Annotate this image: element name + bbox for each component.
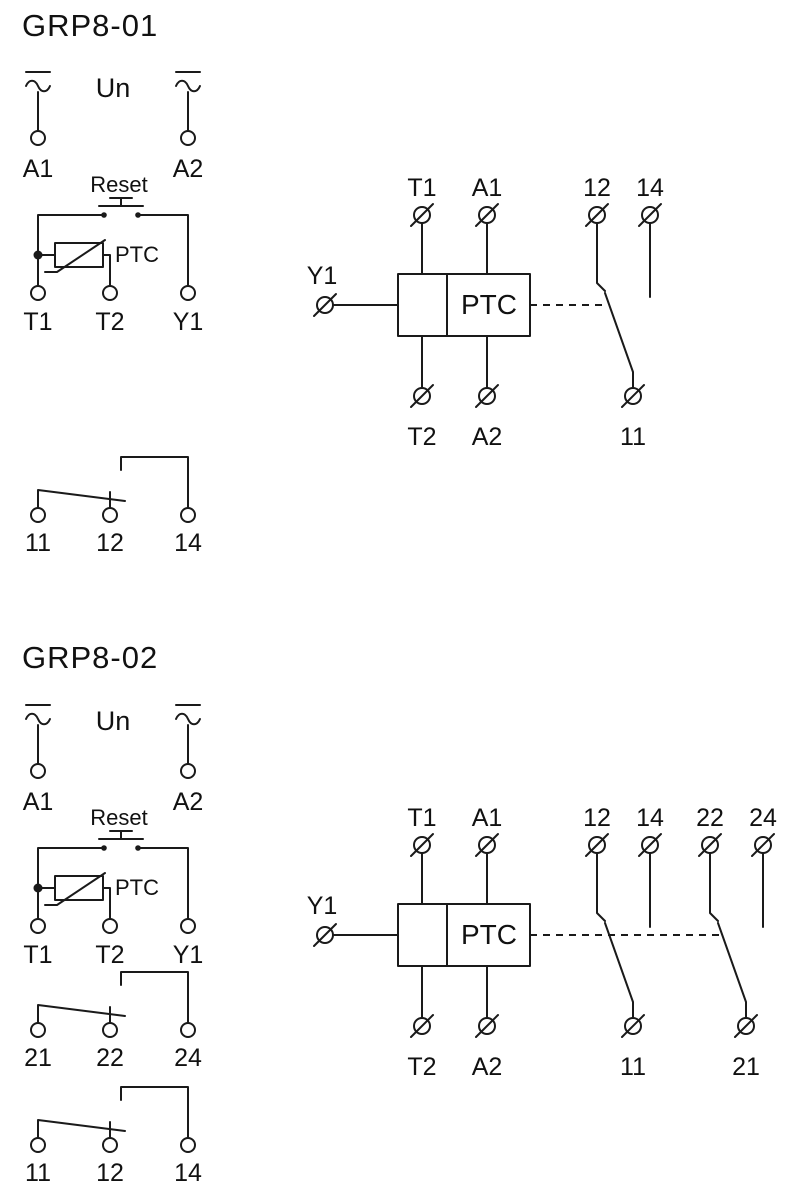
relay-body xyxy=(397,903,531,967)
label-bottom-t2: T2 xyxy=(407,1053,436,1081)
label-bottom-a2: A2 xyxy=(472,1053,503,1081)
label-contact-11: 11 xyxy=(25,1159,51,1187)
label-bottom-11: 11 xyxy=(620,423,646,451)
label-t2: T2 xyxy=(95,308,124,336)
relay-contact-linkage-2 xyxy=(709,852,764,1019)
label-y1: Y1 xyxy=(173,941,204,969)
grp8-01-title: GRP8-01 xyxy=(22,8,158,43)
grp8-02-schematic: Un A1 A2 Rese xyxy=(23,704,204,1187)
label-left-y1: Y1 xyxy=(307,892,338,920)
label-contact-21: 21 xyxy=(24,1044,52,1072)
label-a2: A2 xyxy=(173,155,204,183)
label-ptc: PTC xyxy=(115,242,159,267)
terminal-t2 xyxy=(102,285,118,301)
reset-button-icon xyxy=(98,830,144,851)
ptc-thermistor-icon xyxy=(44,239,106,273)
acdc-supply-icon xyxy=(175,71,201,93)
label-bottom-t2: T2 xyxy=(407,423,436,451)
label-top-14: 14 xyxy=(636,174,664,202)
label-reset: Reset xyxy=(90,172,147,197)
label-top-t1: T1 xyxy=(407,174,436,202)
junction-dot xyxy=(33,883,43,893)
label-ptc: PTC xyxy=(115,875,159,900)
terminal-t1 xyxy=(30,918,46,934)
label-contact-22: 22 xyxy=(96,1044,124,1072)
ptc-thermistor-icon xyxy=(44,872,106,906)
terminal-24 xyxy=(180,1022,196,1038)
label-contact-12: 12 xyxy=(96,1159,124,1187)
grp8-01-block-view: T1 A1 12 14 Y1 PTC T2 A2 11 xyxy=(307,174,664,451)
terminal-t1 xyxy=(30,285,46,301)
grp8-01-schematic: Un A1 A2 Reset PTC T1 xyxy=(23,71,204,557)
supply-voltage-label: Un xyxy=(96,706,131,736)
label-top-22: 22 xyxy=(696,804,724,832)
label-top-12: 12 xyxy=(583,804,611,832)
label-top-a1: A1 xyxy=(472,804,503,832)
label-bottom-21: 21 xyxy=(732,1053,760,1081)
junction-dot xyxy=(33,250,43,260)
terminal-22 xyxy=(102,1022,118,1038)
label-top-t1: T1 xyxy=(407,804,436,832)
label-left-y1: Y1 xyxy=(307,262,338,290)
relay-body xyxy=(397,273,531,337)
label-reset: Reset xyxy=(90,805,147,830)
terminal-14 xyxy=(180,1137,196,1153)
terminal-y1 xyxy=(180,918,196,934)
terminal-21 xyxy=(30,1022,46,1038)
label-contact-14: 14 xyxy=(174,1159,202,1187)
label-box-ptc: PTC xyxy=(461,919,517,950)
terminal-12 xyxy=(102,507,118,523)
terminal-11 xyxy=(30,507,46,523)
acdc-supply-icon xyxy=(175,704,201,726)
label-a2: A2 xyxy=(173,788,204,816)
label-bottom-a2: A2 xyxy=(472,423,503,451)
label-t2: T2 xyxy=(95,941,124,969)
label-contact-24: 24 xyxy=(174,1044,202,1072)
label-y1: Y1 xyxy=(173,308,204,336)
block-wires xyxy=(332,852,488,1019)
label-top-12: 12 xyxy=(583,174,611,202)
label-contact-12: 12 xyxy=(96,529,124,557)
label-t1: T1 xyxy=(23,308,52,336)
label-contact-11: 11 xyxy=(25,529,51,557)
label-box-ptc: PTC xyxy=(461,289,517,320)
terminal-a2 xyxy=(180,130,196,146)
block-wires xyxy=(332,222,488,389)
terminal-11 xyxy=(30,1137,46,1153)
terminal-14 xyxy=(180,507,196,523)
terminal-t2 xyxy=(102,918,118,934)
schematic-wires xyxy=(37,724,189,1139)
grp8-02-title: GRP8-02 xyxy=(22,640,158,675)
supply-voltage-label: Un xyxy=(96,73,131,103)
grp8-02-section: GRP8-02 Un xyxy=(22,640,777,1187)
label-a1: A1 xyxy=(23,155,54,183)
terminal-y1 xyxy=(180,285,196,301)
label-a1: A1 xyxy=(23,788,54,816)
acdc-supply-icon xyxy=(25,71,51,93)
label-top-14: 14 xyxy=(636,804,664,832)
relay-contact-linkage xyxy=(596,222,651,389)
label-top-24: 24 xyxy=(749,804,777,832)
label-top-a1: A1 xyxy=(472,174,503,202)
grp8-02-block-view: T1 A1 12 14 22 24 Y1 xyxy=(307,804,777,1081)
terminal-a1 xyxy=(30,763,46,779)
terminal-a2 xyxy=(180,763,196,779)
acdc-supply-icon xyxy=(25,704,51,726)
grp8-01-section: GRP8-01 Un A1 xyxy=(22,8,664,557)
relay-contact-linkage-1 xyxy=(596,852,651,1019)
terminal-a1 xyxy=(30,130,46,146)
terminal-12 xyxy=(102,1137,118,1153)
label-t1: T1 xyxy=(23,941,52,969)
label-bottom-11: 11 xyxy=(620,1053,646,1081)
label-contact-14: 14 xyxy=(174,529,202,557)
reset-button-icon xyxy=(98,197,144,218)
